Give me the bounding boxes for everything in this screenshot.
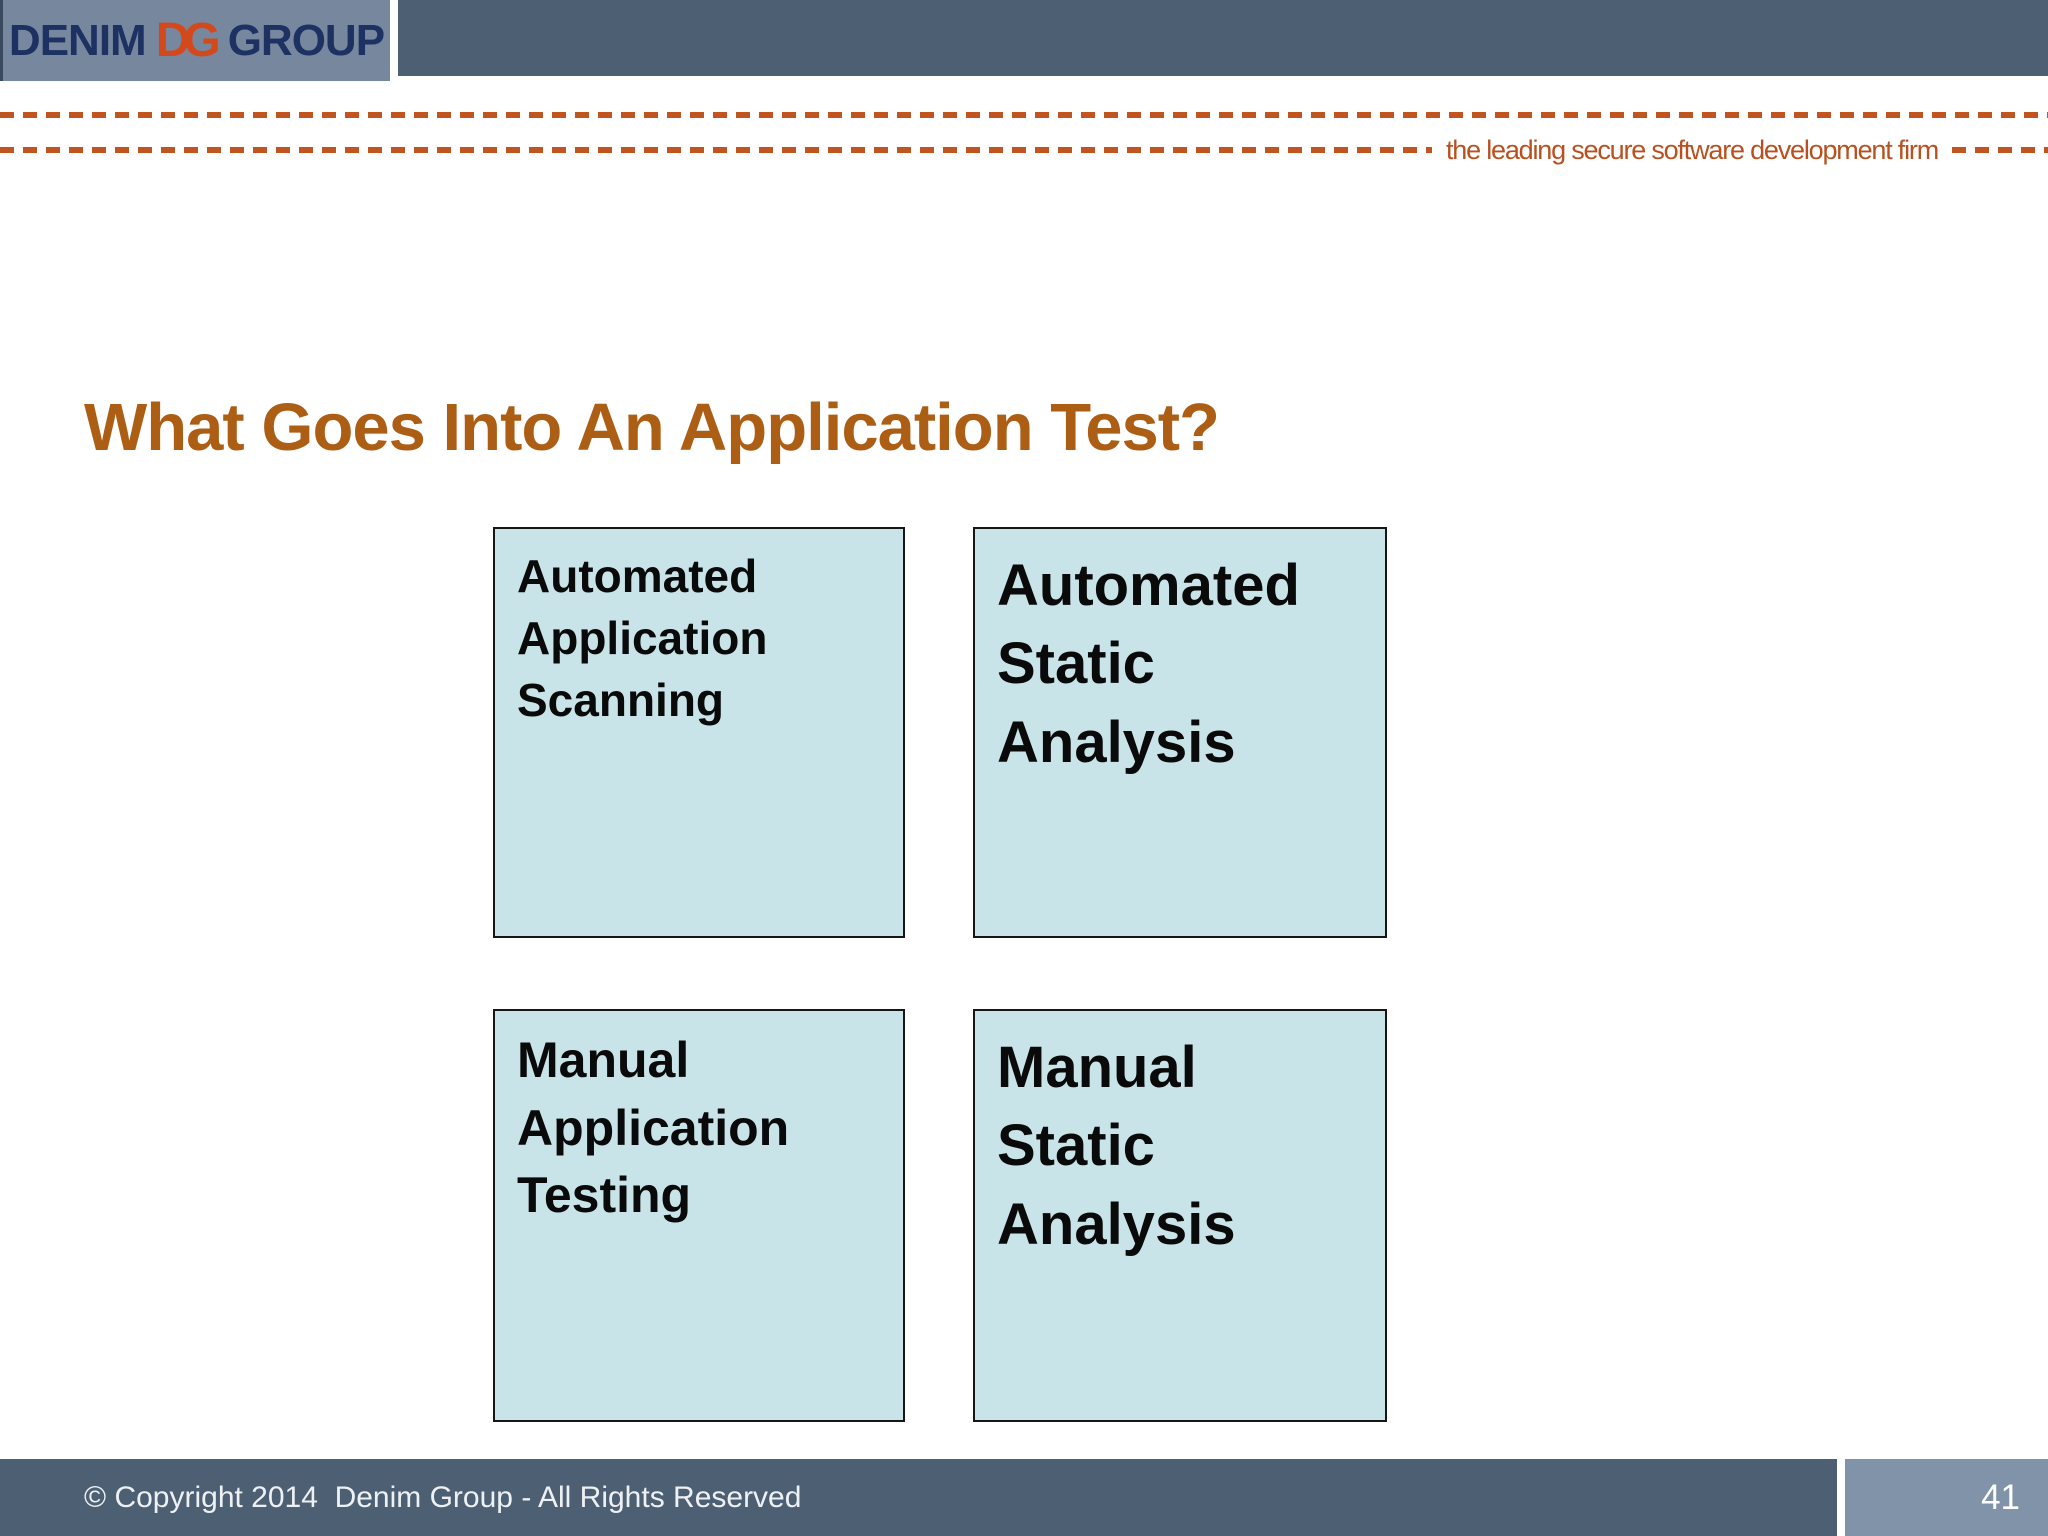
box-manual-application-testing: Manual Application Testing bbox=[493, 1009, 905, 1422]
dg-monogram-icon: DG bbox=[155, 14, 221, 67]
slide-title: What Goes Into An Application Test? bbox=[84, 389, 1220, 465]
logo-text-group: GROUP bbox=[227, 15, 385, 65]
page-number-box: 41 bbox=[1845, 1459, 2048, 1536]
box-automated-application-scanning: Automated Application Scanning bbox=[493, 527, 905, 938]
company-tagline: the leading secure software development … bbox=[1446, 134, 1939, 165]
dash-segment-right bbox=[1952, 147, 2048, 153]
box-manual-static-analysis: Manual Static Analysis bbox=[973, 1009, 1387, 1422]
box-automated-static-analysis: Automated Static Analysis bbox=[973, 527, 1387, 938]
top-banner-bar bbox=[398, 0, 2048, 76]
logo-text-denim: DENIM bbox=[8, 15, 147, 65]
dash-segment-left bbox=[0, 147, 1432, 153]
dashed-divider-bottom: the leading secure software development … bbox=[0, 130, 2048, 170]
dashed-divider-top bbox=[0, 112, 2048, 118]
footer-bar: © Copyright 2014 Denim Group - All Right… bbox=[0, 1459, 1837, 1536]
copyright-text: © Copyright 2014 Denim Group - All Right… bbox=[84, 1480, 802, 1514]
page-number: 41 bbox=[1981, 1477, 2020, 1517]
denim-group-logo: DENIM DG GROUP bbox=[0, 0, 390, 81]
